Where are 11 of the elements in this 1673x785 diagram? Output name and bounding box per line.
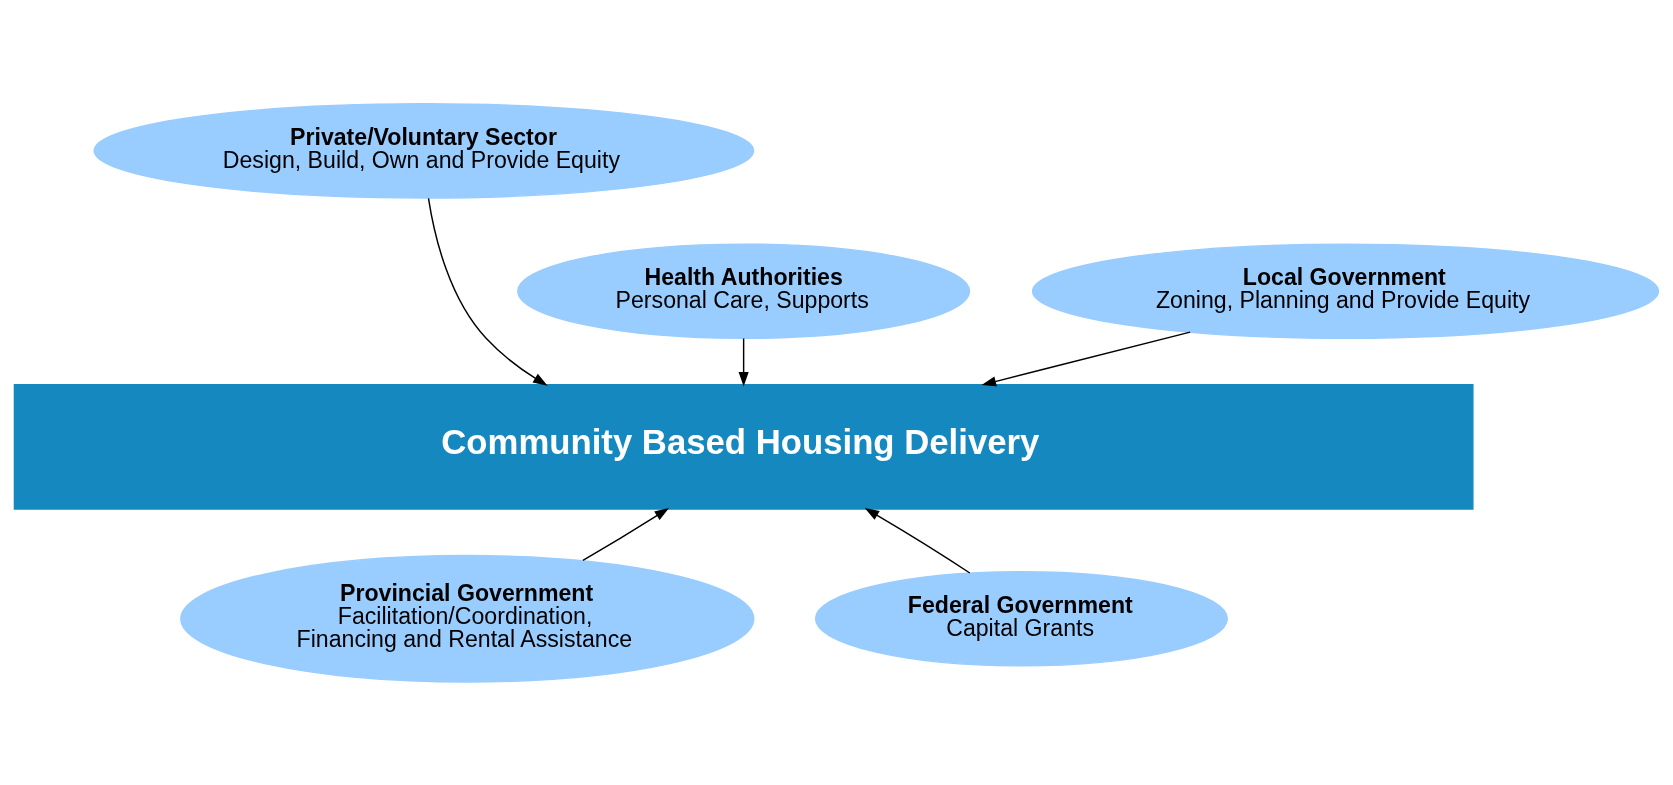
node-ellipse: Federal Government Capital Grants [814, 570, 1228, 667]
node-box: Community Based Housing Delivery [13, 383, 1474, 510]
node-ellipse: Provincial Government Facilitation/Coordination, Financing and Rental Assistance [180, 554, 755, 683]
node-ellipse: Local Government Zoning, Planning and Provide Equity [1031, 242, 1660, 339]
arrow [981, 330, 1191, 386]
arrow [864, 507, 971, 574]
node-ellipse: Health Authorities Personal Care, Supports [517, 242, 971, 339]
arrow [427, 197, 548, 386]
node-ellipse: Private/Voluntary Sector Design, Build, Own and Provide Equity [93, 102, 755, 199]
arrow [582, 507, 670, 561]
arrow [738, 337, 749, 387]
